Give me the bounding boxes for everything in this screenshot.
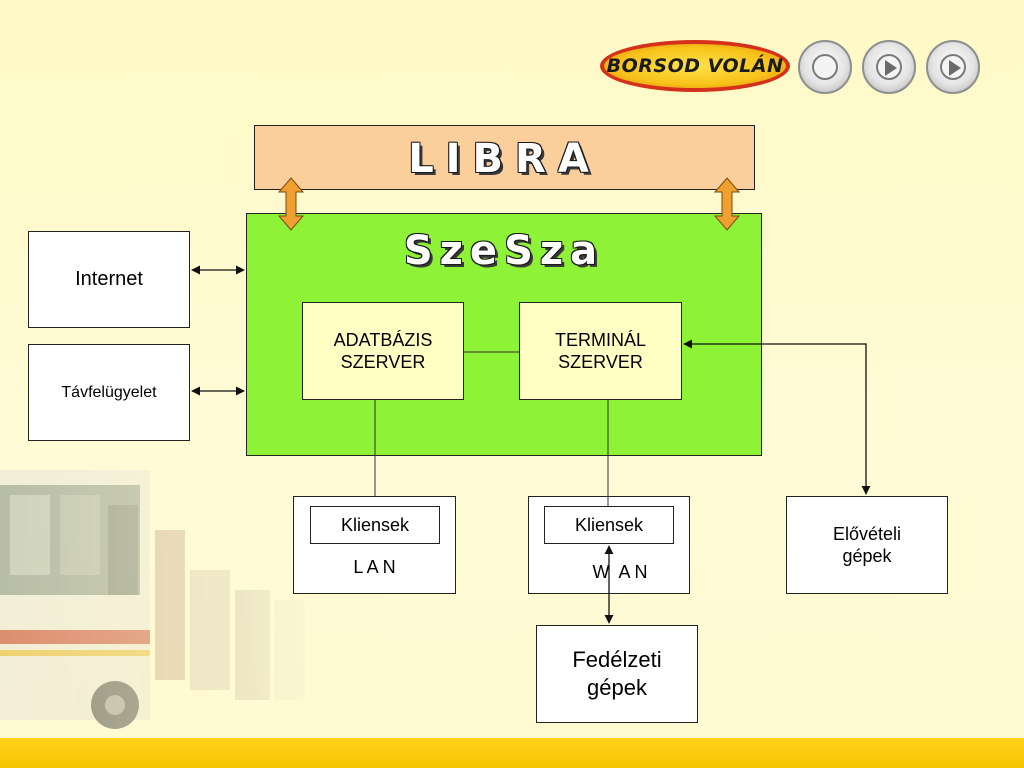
terminal-line-1: TERMINÁL	[554, 330, 646, 350]
elovetelei-line-2: gépek	[842, 546, 892, 566]
wan-label: W A N	[592, 562, 648, 582]
fedelzeti-gepek-box: Fedélzeti gépek	[536, 625, 698, 723]
borsod-volan-logo: BORSOD VOLÁN	[600, 40, 790, 92]
libra-box	[254, 125, 755, 190]
libra-title: LIBRA	[408, 136, 601, 182]
internet-box: Internet	[28, 231, 190, 328]
lan-kliensek-label: Kliensek	[340, 514, 410, 535]
adatbazis-line-1: ADATBÁZIS	[333, 330, 433, 350]
szesza-title: SzeSza	[403, 228, 605, 274]
logo-text: BORSOD VOLÁN	[606, 55, 784, 77]
bottom-bar	[0, 738, 1024, 768]
lan-label: L A N	[353, 557, 396, 577]
bus-photo-image	[0, 470, 305, 729]
adatbazis-szerver-box: ADATBÁZIS SZERVER	[302, 302, 464, 400]
lan-kliensek-box: Kliensek	[310, 506, 440, 544]
certification-seal-icon	[862, 40, 916, 94]
tavfelugyelet-box: Távfelügyelet	[28, 344, 190, 441]
wan-kliensek-box: Kliensek	[544, 506, 674, 544]
fedelzeti-line-1: Fedélzeti	[572, 647, 662, 672]
elovetelei-gepek-box: Elővételi gépek	[786, 496, 948, 594]
tavfelugyelet-label: Távfelügyelet	[61, 383, 157, 401]
terminal-line-2: SZERVER	[558, 352, 643, 372]
fedelzeti-line-2: gépek	[587, 675, 647, 700]
certification-seal-icon	[798, 40, 852, 94]
internet-label: Internet	[75, 268, 143, 290]
terminal-szerver-box: TERMINÁL SZERVER	[519, 302, 682, 400]
certification-seal-icon	[926, 40, 980, 94]
adatbazis-line-2: SZERVER	[340, 352, 426, 372]
wan-kliensek-label: Kliensek	[574, 514, 644, 535]
elovetelei-line-1: Elővételi	[832, 524, 902, 544]
